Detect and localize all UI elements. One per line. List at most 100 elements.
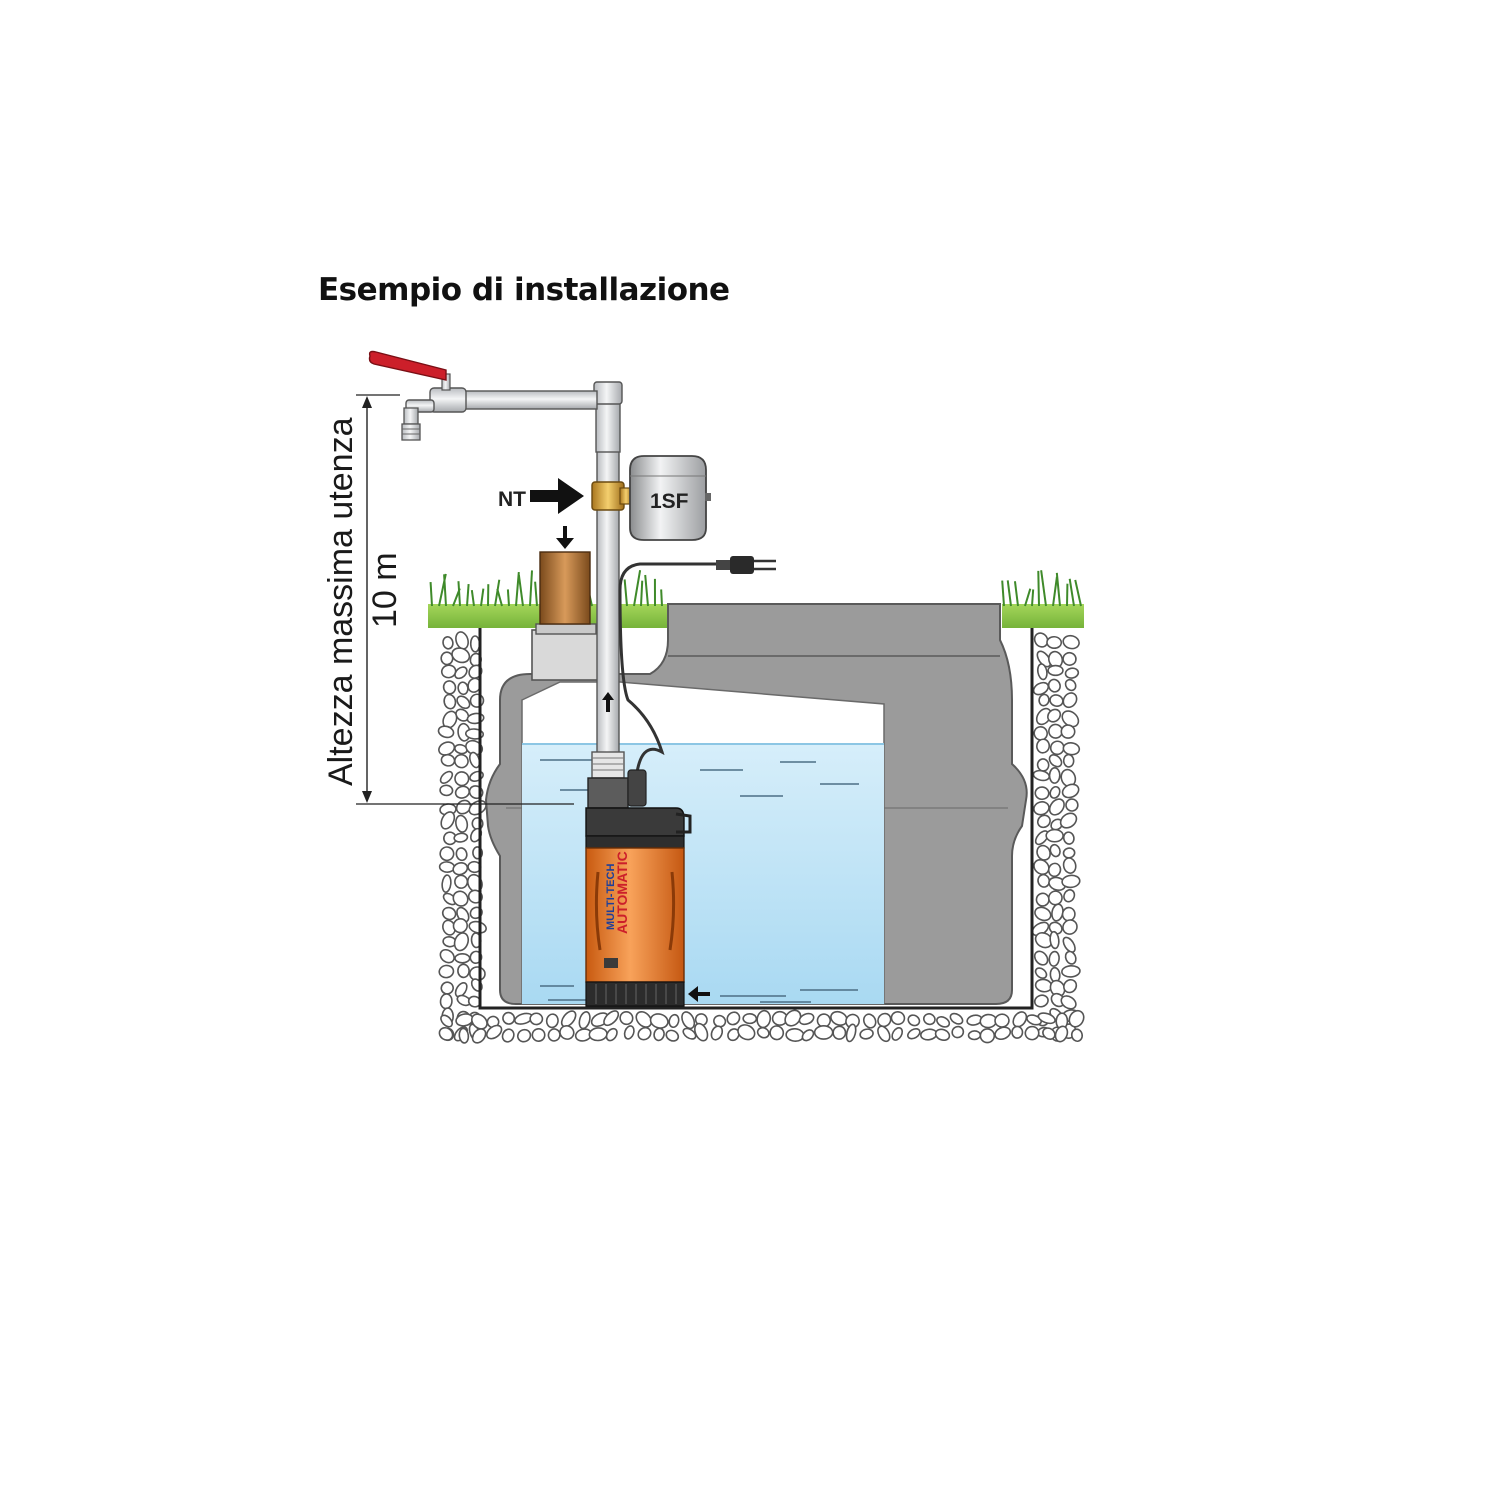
gravel-stone (1048, 754, 1063, 768)
gravel-stone (545, 1013, 559, 1029)
gravel-stone (516, 1028, 532, 1043)
gravel-stone (623, 1025, 635, 1040)
gravel-stone (442, 680, 457, 695)
grass-blade (494, 579, 501, 607)
grass-blade (466, 583, 470, 607)
manhole-neck (531, 623, 601, 681)
gravel-stone (1032, 681, 1050, 696)
gravel-stone (1042, 1027, 1056, 1040)
gravel-stone (560, 1010, 577, 1028)
gravel-stone (756, 1009, 772, 1029)
gravel-stone (1036, 650, 1052, 668)
gravel-stone (1062, 919, 1078, 935)
gravel-stone (1049, 843, 1061, 858)
grass-blade (429, 582, 433, 607)
gravel-stone (619, 1010, 634, 1026)
gravel-stone (454, 753, 469, 769)
gravel-stone (468, 785, 484, 800)
gravel-stone (1059, 812, 1078, 829)
gravel-stone (454, 666, 468, 680)
gravel-stone (1064, 950, 1077, 965)
gravel-stone (1061, 710, 1080, 728)
gravel-stone (923, 1013, 936, 1026)
gravel-stone (1047, 664, 1064, 677)
gravel-stone (531, 1027, 546, 1042)
gravel-stone (737, 1024, 756, 1041)
gravel-stone (798, 1012, 815, 1026)
gravel-stone (1062, 831, 1075, 845)
gravel-stone (1036, 844, 1051, 861)
tank-1sf-label: 1SF (650, 490, 689, 513)
gravel-stone (637, 1026, 652, 1041)
gravel-stone (454, 771, 470, 787)
up-arrow-icon (602, 692, 614, 712)
down-arrow-icon (556, 526, 574, 549)
gravel-stone (1036, 814, 1051, 829)
gravel-stone (951, 1025, 965, 1039)
grass-blade (1013, 581, 1019, 607)
gravel-stone (682, 1027, 697, 1040)
gravel-stone (1062, 857, 1077, 874)
gravel-stone (784, 1009, 802, 1027)
gravel-stone (1063, 889, 1076, 903)
pump-brand-line2: AUTOMATIC (614, 851, 630, 934)
gravel-stone (469, 770, 484, 782)
gravel-stone (668, 1013, 680, 1029)
gravel-stone (1034, 786, 1050, 801)
gravel-stone (486, 1024, 503, 1040)
gravel-stone (649, 1013, 669, 1029)
grass-blade (506, 589, 510, 607)
gravel-stone (1049, 785, 1061, 799)
grass-blade (1001, 580, 1005, 607)
gravel-stone (877, 1012, 892, 1028)
grass-blade (470, 589, 475, 607)
gravel-stone (1046, 635, 1063, 650)
gravel-stone (471, 1028, 487, 1044)
tap-handle (368, 350, 447, 381)
gravel-stone (439, 784, 454, 797)
grass-blade (1024, 588, 1032, 607)
gravel-stone (934, 1028, 951, 1042)
gravel-stone (665, 1029, 680, 1042)
gravel-stone (443, 693, 457, 710)
grass-blade (480, 588, 485, 607)
gravel-stone (469, 693, 485, 708)
delivery-pipe (462, 381, 625, 781)
gravel-stone (466, 712, 485, 725)
gravel-stone (769, 1025, 785, 1041)
nt-fitting (591, 481, 633, 511)
gravel-stone (452, 890, 469, 907)
gravel-stone (1036, 663, 1048, 681)
gravel-stone (1033, 632, 1049, 648)
grass-blade (534, 581, 538, 607)
gravel-stone (1062, 651, 1077, 666)
gravel-stone (1012, 1011, 1028, 1028)
height-value: 10 m (366, 552, 404, 628)
gravel-stone (457, 681, 469, 696)
gravel-stone (547, 1028, 561, 1042)
gravel-stone (502, 1011, 516, 1025)
gravel-stone (440, 981, 454, 995)
nt-label: NT (498, 488, 526, 511)
grass-blade (623, 579, 628, 607)
grass-blade (660, 589, 663, 607)
grass-blade (1052, 576, 1058, 607)
power-cable (618, 562, 716, 781)
gravel-stone (439, 846, 455, 862)
gravel-stone (635, 1010, 653, 1028)
grass-blade (1031, 589, 1035, 607)
gravel-stone (440, 753, 456, 767)
gravel-stone (1047, 890, 1063, 906)
gravel-stone (936, 1016, 951, 1028)
gravel-stone (454, 953, 471, 964)
gravel-stone (453, 832, 469, 843)
gravel-stone (1062, 634, 1080, 650)
gravel-stone (1036, 758, 1050, 772)
gravel-stone (438, 861, 456, 873)
gravel-stone (1011, 1025, 1024, 1039)
gravel-stone (1033, 950, 1049, 966)
gravel-stone (455, 814, 469, 833)
pump-brand-line1: MULTI-TECH (605, 864, 617, 930)
gravel-stone (1062, 753, 1075, 768)
water-tap (368, 350, 467, 441)
